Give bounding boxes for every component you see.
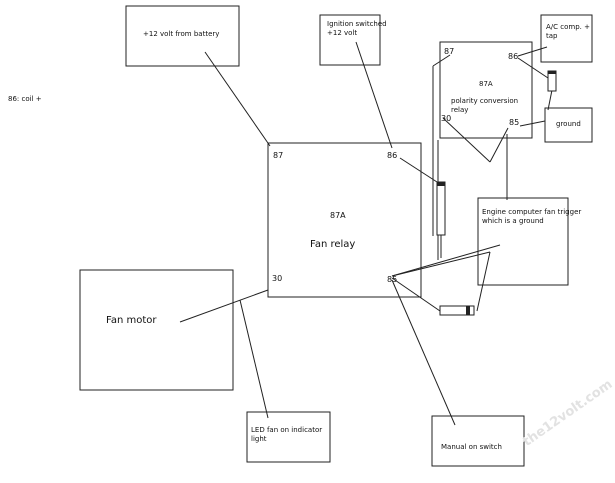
fan-relay-box bbox=[267, 142, 422, 298]
fan-relay-pin-87: 87 bbox=[273, 151, 284, 160]
diode-vertical-band bbox=[437, 182, 445, 186]
wire-led-to-30 bbox=[239, 299, 269, 419]
wire-86-to-diode3 bbox=[517, 57, 549, 79]
wire-ignition-to-86 bbox=[355, 41, 393, 149]
ground-box bbox=[544, 107, 593, 143]
wire-polarity-85-to-ground bbox=[519, 120, 546, 127]
ignition-label: Ignition switched +12 volt bbox=[327, 20, 387, 37]
led-box bbox=[246, 411, 331, 463]
wire-85-to-trigger-a bbox=[391, 251, 491, 277]
fan-relay-pin-87a: 87A bbox=[330, 211, 346, 220]
wire-86-to-diode bbox=[399, 157, 438, 183]
note-coil: 86: coil + bbox=[8, 95, 42, 103]
wire-86-to-ac bbox=[517, 46, 548, 57]
fan-relay-pin-85: 85 bbox=[387, 275, 398, 284]
led-label: LED fan on indicator light bbox=[251, 426, 323, 443]
wire-85-to-diode2 bbox=[391, 277, 441, 312]
diagram-canvas: 86: coil + +12 volt from battery Ignitio… bbox=[8, 5, 615, 467]
wire-85-to-manual bbox=[391, 279, 456, 426]
diode-horizontal-band bbox=[466, 306, 470, 315]
fan-relay-title: Fan relay bbox=[310, 239, 356, 250]
polarity-relay-title: polarity conversion relay bbox=[451, 97, 519, 114]
ac-comp-label: A/C comp. + tap bbox=[546, 23, 590, 40]
ground-label: ground bbox=[556, 120, 581, 128]
fan-relay-pin-30: 30 bbox=[272, 274, 283, 283]
battery-box bbox=[125, 5, 240, 67]
wire-polarity-30-v2 bbox=[489, 127, 509, 163]
trigger-box bbox=[477, 197, 569, 286]
wire-battery-to-87 bbox=[204, 51, 271, 147]
fan-motor-label: Fan motor bbox=[106, 315, 157, 326]
manual-switch-box bbox=[431, 415, 525, 467]
wire-85-to-trigger-b bbox=[391, 244, 501, 277]
fan-relay-pin-86: 86 bbox=[387, 151, 398, 160]
diode-polarity-band bbox=[548, 71, 556, 74]
wire-diode3-down bbox=[547, 89, 553, 111]
polarity-relay-pin-87: 87 bbox=[444, 47, 455, 56]
polarity-relay-pin-85: 85 bbox=[509, 118, 520, 127]
polarity-relay-pin-30: 30 bbox=[441, 114, 452, 123]
diode-horizontal bbox=[439, 305, 475, 316]
ac-comp-box bbox=[540, 14, 593, 63]
trigger-label: Engine computer fan trigger which is a g… bbox=[482, 208, 582, 225]
wire-motor-to-30 bbox=[179, 289, 269, 323]
wiring-diagram bbox=[79, 5, 593, 467]
ignition-box bbox=[319, 14, 381, 66]
polarity-relay-pin-86: 86 bbox=[508, 52, 519, 61]
polarity-relay-pin-87a: 87A bbox=[479, 80, 493, 88]
wire-trigger-down bbox=[476, 251, 491, 312]
diode-vertical bbox=[436, 181, 446, 236]
wire-polarity-30-v1 bbox=[442, 117, 491, 163]
manual-switch-label: Manual on switch bbox=[441, 443, 502, 451]
fan-motor-box bbox=[79, 269, 234, 391]
wire-87-polarity bbox=[432, 54, 451, 67]
polarity-relay-box bbox=[439, 41, 533, 139]
battery-label: +12 volt from battery bbox=[143, 30, 220, 38]
